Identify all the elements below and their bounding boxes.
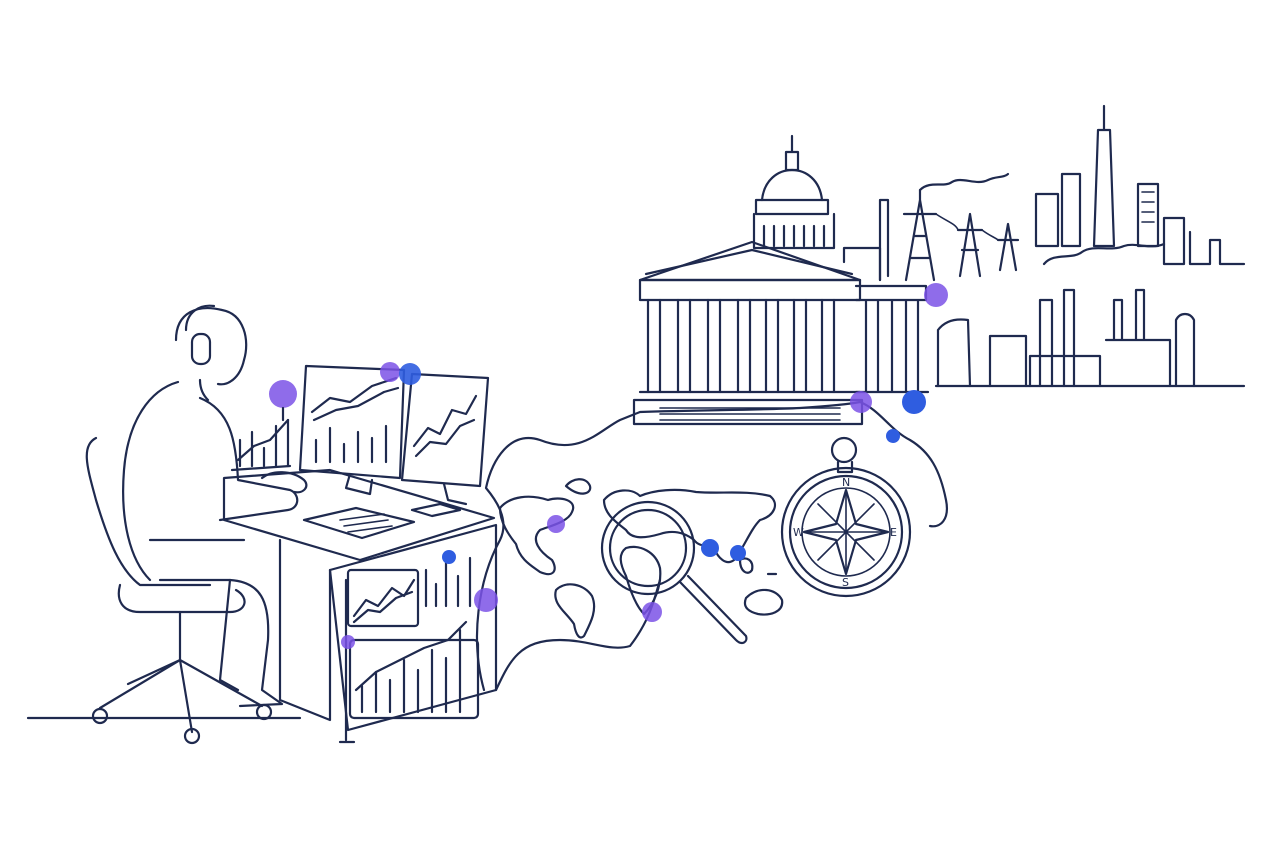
- magnifying-glass: [600, 500, 748, 645]
- monitor-left: [298, 364, 406, 496]
- compass-letter-e: E: [890, 526, 897, 539]
- node-blue: [730, 545, 746, 561]
- node-violet: [850, 391, 872, 413]
- node-blue: [902, 390, 926, 414]
- node-blue: [701, 539, 719, 557]
- node-violet: [269, 380, 297, 408]
- world-map: [498, 478, 784, 639]
- side-bar-chart: [230, 418, 292, 472]
- node-violet: [474, 588, 498, 612]
- node-violet: [547, 515, 565, 533]
- compass-letter-s: S: [842, 576, 849, 589]
- connecting-line: [475, 400, 948, 692]
- node-blue: [886, 429, 900, 443]
- desk-chart-bars: [424, 556, 472, 608]
- monitor-right: [400, 372, 490, 506]
- node-blue: [399, 363, 421, 385]
- city-skyline: [842, 104, 1246, 282]
- node-violet: [924, 283, 948, 307]
- compass-letter-w: W: [793, 526, 804, 539]
- capitol-dome: [752, 134, 836, 250]
- office-chair: [85, 436, 273, 745]
- node-violet: [642, 602, 662, 622]
- desk-chart-drawer: [348, 620, 480, 720]
- temple-building: [632, 240, 930, 426]
- node-blue: [442, 550, 456, 564]
- accent-nodes: [269, 283, 948, 649]
- desk-chart-line: [346, 568, 420, 628]
- person-with-headphones: [122, 304, 308, 708]
- compass-letter-n: N: [842, 476, 850, 489]
- compass: N S E W: [780, 436, 912, 598]
- power-pylons: [902, 188, 1020, 282]
- node-violet: [380, 362, 400, 382]
- node-violet: [341, 635, 355, 649]
